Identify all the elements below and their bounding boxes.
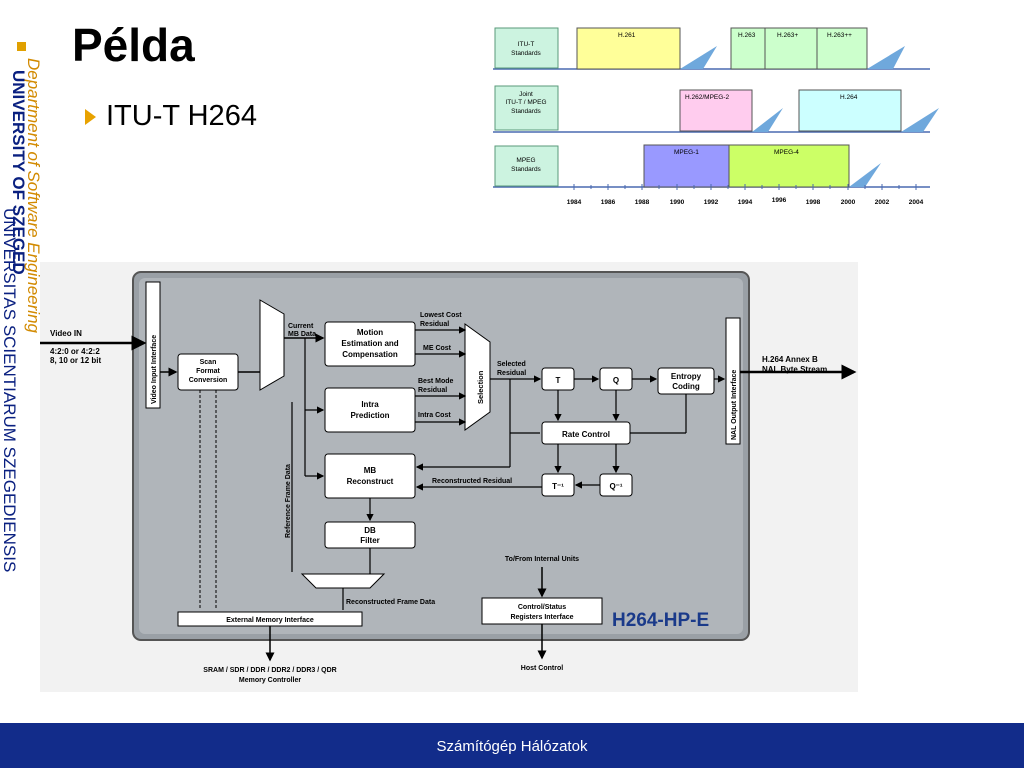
t-block: T bbox=[556, 376, 561, 385]
scan-label-1: Scan bbox=[200, 359, 217, 366]
intra-label-1: Intra bbox=[361, 400, 379, 409]
rate-control: Rate Control bbox=[562, 430, 610, 439]
year-1988: 1988 bbox=[635, 199, 650, 206]
bar-h263: H.263 bbox=[738, 32, 756, 39]
me-cost: ME Cost bbox=[423, 345, 452, 352]
best-mode-2: Residual bbox=[418, 387, 447, 394]
video-format-label: 4:2:0 or 4:2:2 bbox=[50, 347, 100, 356]
control-status-1: Control/Status bbox=[518, 604, 566, 611]
triangle-bullet-icon bbox=[85, 108, 96, 125]
output-label-1: H.264 Annex B bbox=[762, 355, 818, 364]
standards-timeline: ITU-T Standards Joint ITU-T / MPEG Stand… bbox=[493, 27, 939, 206]
footer-text: Számítógép Hálózatok bbox=[436, 738, 588, 755]
university-bold-text: UNIVERSITY OF SZEGED bbox=[9, 70, 28, 275]
row-label-mpeg-2: Standards bbox=[511, 166, 541, 173]
q-inv-block: Q⁻¹ bbox=[609, 482, 622, 491]
bar-h264: H.264 bbox=[840, 94, 858, 101]
output-label-2: NAL Byte Stream bbox=[762, 365, 827, 374]
video-in-label: Video IN bbox=[50, 329, 82, 338]
year-1992: 1992 bbox=[704, 199, 719, 206]
to-from-internal: To/From Internal Units bbox=[505, 556, 579, 563]
bar-h263plusplus: H.263++ bbox=[827, 32, 852, 39]
control-status-2: Registers Interface bbox=[510, 614, 573, 621]
year-2002: 2002 bbox=[875, 199, 890, 206]
host-control: Host Control bbox=[521, 665, 563, 672]
external-memory-interface: External Memory Interface bbox=[226, 617, 314, 624]
db-filter-1: DB bbox=[364, 526, 376, 535]
slide-title: Példa bbox=[72, 19, 195, 71]
university-sidebar: Department of Software Engineering UNIVE… bbox=[0, 58, 43, 572]
selected-residual-2: Residual bbox=[497, 370, 526, 377]
row-label-itu-1: ITU-T bbox=[518, 41, 535, 48]
year-1986: 1986 bbox=[601, 199, 616, 206]
mb-reconstruct-1: MB bbox=[364, 466, 377, 475]
lowest-cost-1: Lowest Cost bbox=[420, 312, 462, 319]
year-1998: 1998 bbox=[806, 199, 821, 206]
bar-h263plus: H.263+ bbox=[777, 32, 798, 39]
t-inv-block: T⁻¹ bbox=[552, 482, 564, 491]
mb-reconstruct-2: Reconstruct bbox=[347, 477, 394, 486]
row-label-joint-2: ITU-T / MPEG bbox=[505, 99, 546, 106]
reference-frame-data: Reference Frame Data bbox=[285, 464, 292, 538]
db-filter-2: Filter bbox=[360, 536, 380, 545]
scan-label-2: Format bbox=[196, 368, 220, 375]
year-1990: 1990 bbox=[670, 199, 685, 206]
motion-label-1: Motion bbox=[357, 328, 383, 337]
video-bitdepth-label: 8, 10 or 12 bit bbox=[50, 356, 101, 365]
bar-h261: H.261 bbox=[618, 32, 636, 39]
current-mb-2: MB Data bbox=[288, 331, 316, 338]
bar-h262-mpeg2: H.262/MPEG-2 bbox=[685, 94, 729, 101]
row-label-mpeg-1: MPEG bbox=[516, 157, 535, 164]
h264-block-diagram: Video IN 4:2:0 or 4:2:2 8, 10 or 12 bit … bbox=[40, 262, 858, 692]
best-mode-1: Best Mode bbox=[418, 378, 454, 385]
bullet-text: ITU-T H264 bbox=[106, 100, 257, 132]
q-block: Q bbox=[613, 376, 619, 385]
nal-output-interface: NAL Output Interface bbox=[731, 370, 738, 440]
intra-label-2: Prediction bbox=[350, 411, 389, 420]
bar-mpeg1: MPEG-1 bbox=[674, 149, 699, 156]
motion-label-3: Compensation bbox=[342, 350, 398, 359]
year-1994: 1994 bbox=[738, 199, 753, 206]
entropy-1: Entropy bbox=[671, 372, 702, 381]
brand-label: H264-HP-E bbox=[612, 610, 709, 631]
row-label-joint-1: Joint bbox=[519, 91, 533, 98]
selection-label: Selection bbox=[476, 370, 485, 404]
year-1984: 1984 bbox=[567, 199, 582, 206]
reconstructed-residual: Reconstructed Residual bbox=[432, 478, 512, 485]
reconstructed-frame-data: Reconstructed Frame Data bbox=[346, 599, 435, 606]
year-2004: 2004 bbox=[909, 199, 924, 206]
year-1996: 1996 bbox=[772, 197, 787, 204]
bar-mpeg4: MPEG-4 bbox=[774, 149, 799, 156]
university-latin-text: UNIVERSITAS SCIENTIARUM SZEGEDIENSIS bbox=[0, 208, 19, 572]
bullet-square-icon bbox=[17, 42, 26, 51]
intra-cost: Intra Cost bbox=[418, 412, 451, 419]
current-mb-1: Current bbox=[288, 323, 314, 330]
row-label-joint-3: Standards bbox=[511, 108, 541, 115]
sram-label-2: Memory Controller bbox=[239, 677, 302, 684]
year-2000: 2000 bbox=[841, 199, 856, 206]
row-label-itu-2: Standards bbox=[511, 50, 541, 57]
sram-label-1: SRAM / SDR / DDR / DDR2 / DDR3 / QDR bbox=[203, 667, 336, 674]
video-input-interface: Video Input Interface bbox=[151, 335, 158, 404]
bullet-item: ITU-T H264 bbox=[85, 100, 257, 133]
footer-bar bbox=[0, 723, 1024, 768]
lowest-cost-2: Residual bbox=[420, 321, 449, 328]
scan-label-3: Conversion bbox=[189, 377, 228, 384]
motion-label-2: Estimation and bbox=[341, 339, 398, 348]
entropy-2: Coding bbox=[672, 382, 700, 391]
selected-residual-1: Selected bbox=[497, 361, 526, 368]
department-script-text: Department of Software Engineering bbox=[24, 58, 43, 334]
